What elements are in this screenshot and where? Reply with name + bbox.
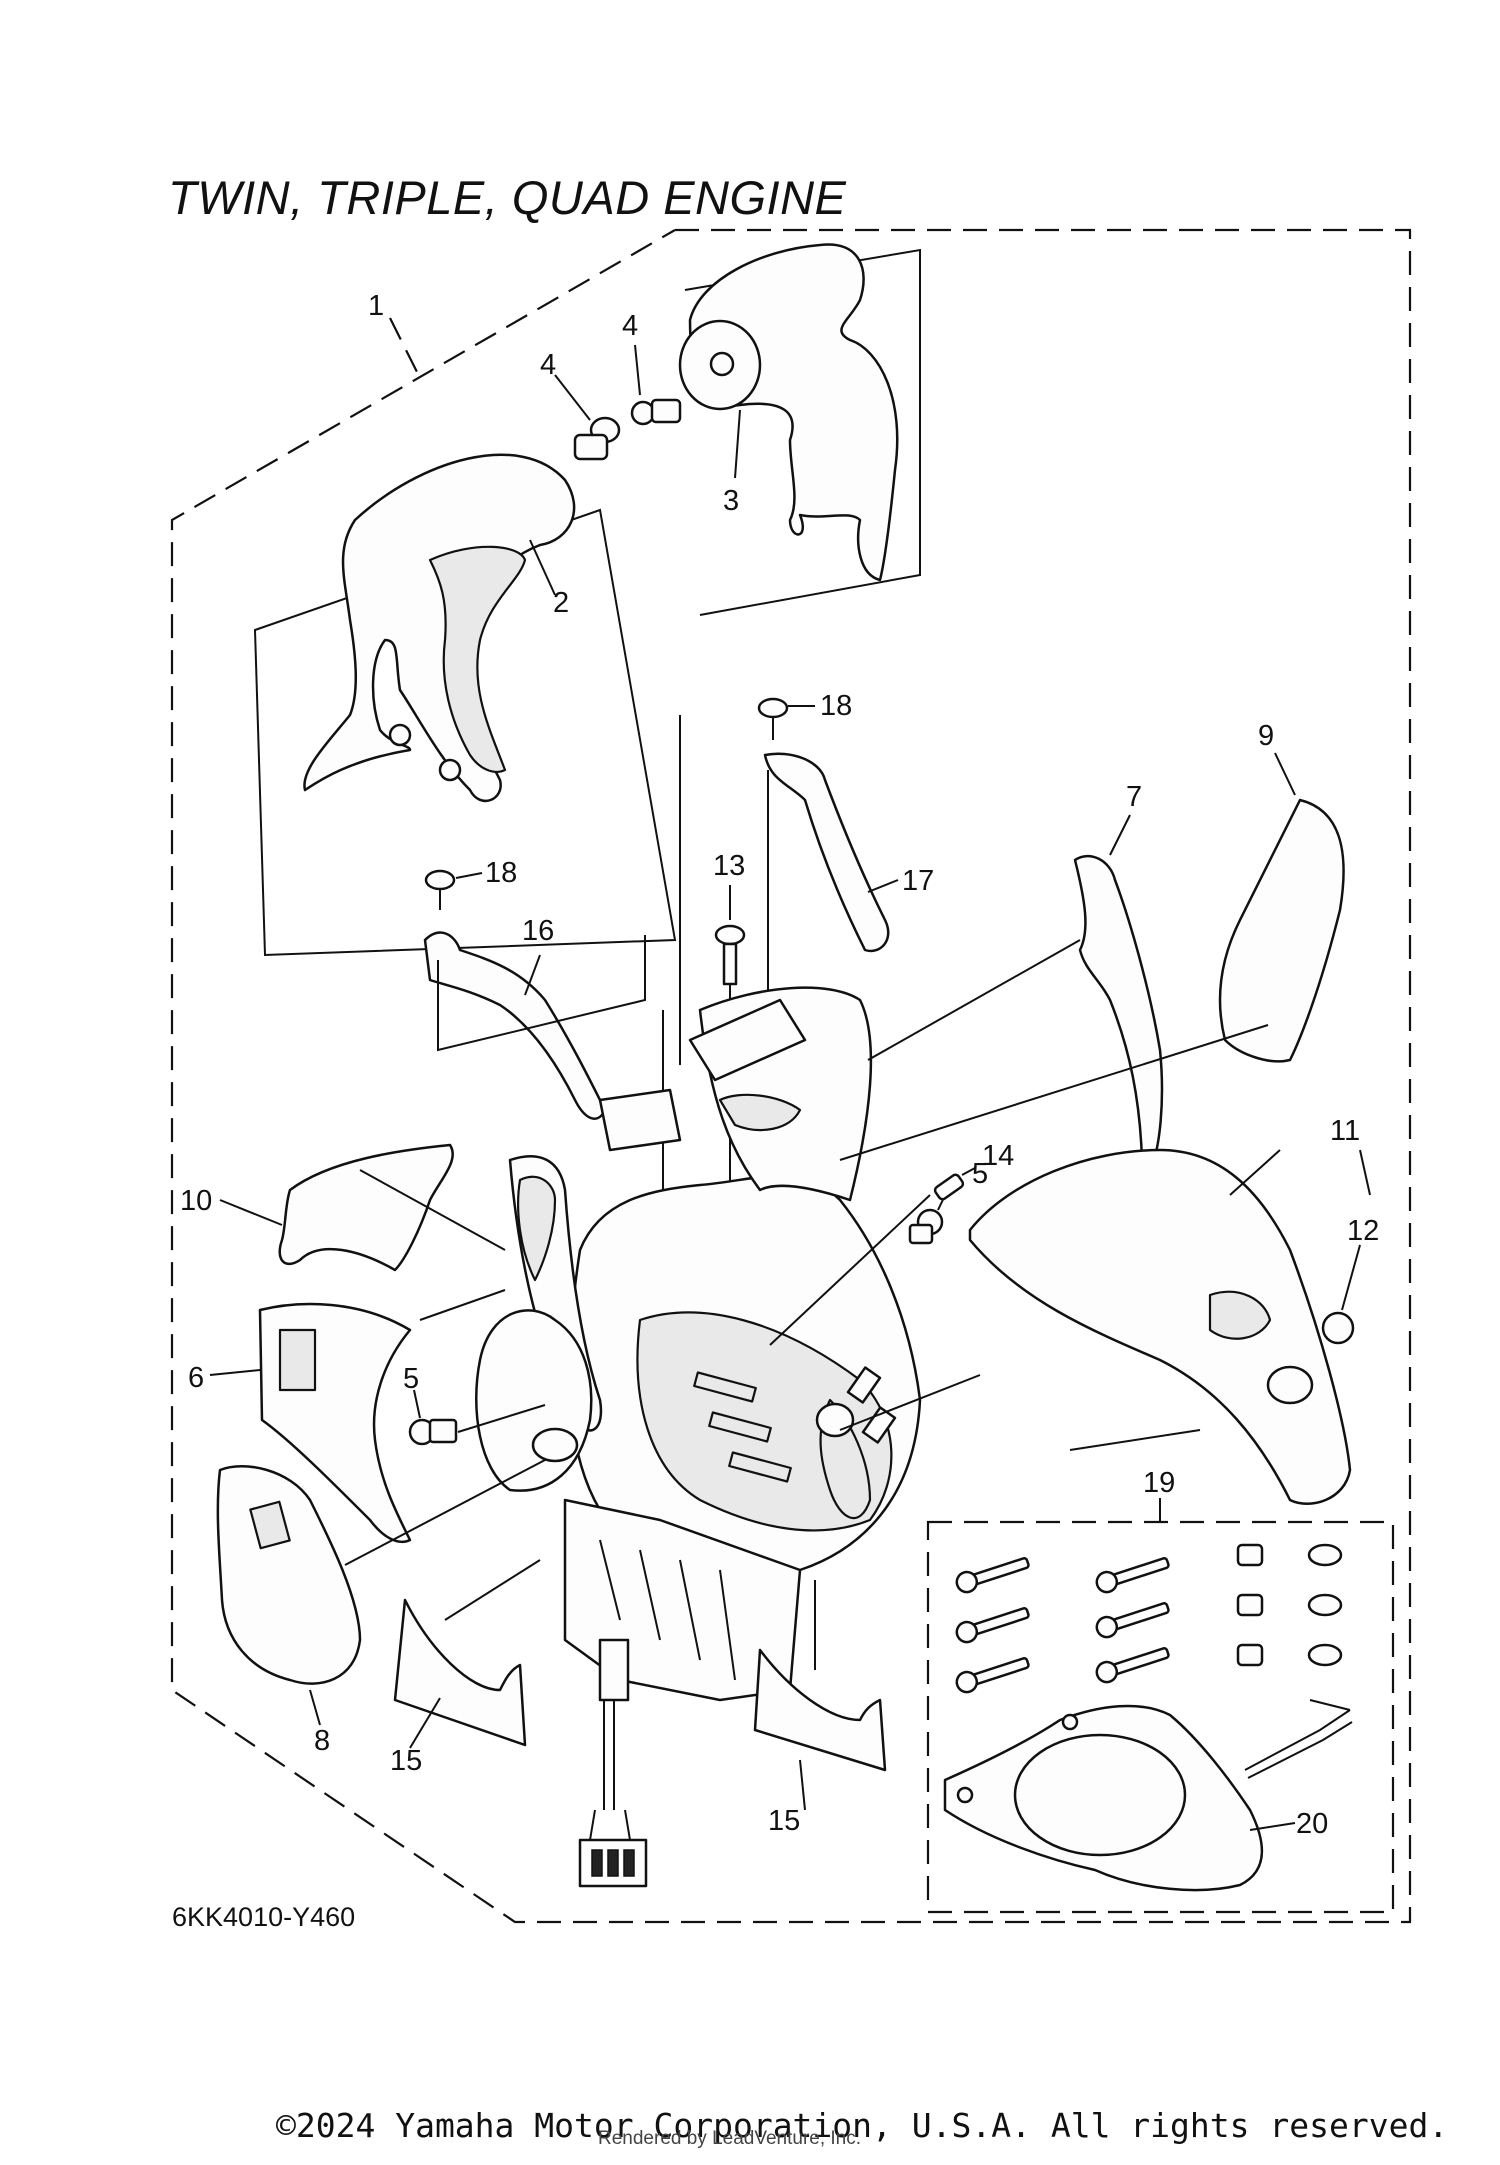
- rendered-by-notice: Rendered by LeadVenture, Inc.: [598, 2128, 862, 2149]
- copyright-notice: ©2024 Yamaha Motor Corporation, U.S.A. A…: [276, 2106, 1449, 2145]
- callout-6: 6: [188, 1362, 204, 1394]
- callout-10: 10: [180, 1185, 212, 1217]
- part-13-screw: [714, 924, 746, 986]
- part-14-clip: [933, 1173, 965, 1201]
- part-6-window: [278, 1328, 317, 1392]
- part-11-grille: [1208, 1290, 1272, 1340]
- part-15-left-guide: [444, 1559, 541, 1621]
- callout-7-leader: [1109, 814, 1131, 856]
- allen-wrench-icon: [1244, 1699, 1353, 1779]
- part-8-guide: [344, 1459, 546, 1566]
- callout-12: 12: [1347, 1215, 1379, 1247]
- part-11-guide: [1069, 1429, 1201, 1451]
- part-19-nuts-washers: [1236, 1543, 1343, 1667]
- diagram-code: 6KK4010-Y460: [172, 1902, 356, 1932]
- part-17-bracket: [763, 752, 890, 953]
- part-8-rear-panel: [216, 1465, 362, 1685]
- part-18-screw-lower: [424, 869, 456, 910]
- part-10-side-cover: [278, 1143, 454, 1272]
- part-5-screw-left: [408, 1418, 458, 1446]
- callout-20: 20: [1296, 1808, 1328, 1840]
- callout-17: 17: [902, 865, 934, 897]
- callout-16-leader: [524, 954, 541, 996]
- callout-14: 14: [982, 1140, 1014, 1172]
- callout-7: 7: [1126, 781, 1142, 813]
- part-7-guide: [867, 939, 1081, 1061]
- part-9-guide: [839, 1024, 1269, 1161]
- callout-3-leader: [734, 409, 741, 479]
- callout-11-leader-a: [1229, 1149, 1281, 1196]
- callout-5-left-leader: [413, 1389, 421, 1419]
- part-14-guide: [769, 1194, 931, 1346]
- callout-10-leader: [219, 1199, 283, 1226]
- callout-14-leader: [961, 1167, 976, 1176]
- callout-9: 9: [1258, 720, 1274, 752]
- part-11-large-cover: [968, 1148, 1352, 1505]
- callout-19: 19: [1143, 1467, 1175, 1499]
- callout-15b: 15: [768, 1805, 800, 1837]
- callout-16: 16: [522, 915, 554, 947]
- control-main-body: [475, 986, 922, 1574]
- callout-1-leader: [389, 317, 421, 379]
- part-12-screw: [1321, 1311, 1355, 1345]
- part-15-bracket-right: [753, 1648, 887, 1772]
- part-18-screw-upper: [757, 697, 789, 740]
- callout-4a-leader: [554, 374, 591, 421]
- callout-4a: 4: [540, 349, 556, 381]
- callout-4b-leader: [634, 344, 641, 396]
- part-16-bracket: [423, 931, 607, 1120]
- callout-8: 8: [314, 1725, 330, 1757]
- part-5-screw-right: [908, 1208, 944, 1245]
- part-4-bushing: [573, 416, 621, 461]
- callout-4b: 4: [622, 310, 638, 342]
- callout-5b: 5: [972, 1158, 988, 1190]
- callout-8-leader: [309, 1689, 321, 1726]
- callout-17-leader: [867, 879, 899, 893]
- part-11-port: [1266, 1365, 1314, 1405]
- callout-15-left-leader: [409, 1697, 441, 1749]
- part-7-front-cover: [1073, 854, 1164, 1176]
- control-lower-housing: [563, 1498, 802, 1888]
- part-4-screw-upper: [630, 398, 682, 426]
- diagram-title: TWIN, TRIPLE, QUAD ENGINE: [168, 171, 847, 224]
- callout-3: 3: [723, 485, 739, 517]
- callout-12-leader: [1341, 1244, 1361, 1311]
- part-8-window: [249, 1500, 291, 1550]
- callout-11: 11: [1330, 1115, 1360, 1147]
- part-15-bracket-left: [393, 1598, 527, 1747]
- part-16-bracket-box: [437, 935, 646, 1052]
- callout-15a: 15: [390, 1745, 422, 1777]
- callout-2-leader: [529, 539, 556, 596]
- callout-11-leader-b: [1359, 1149, 1371, 1196]
- callout-13: 13: [713, 850, 745, 882]
- callout-18a: 18: [820, 690, 852, 722]
- part-10-guide: [359, 1169, 506, 1251]
- part-5-left-guide: [457, 1404, 546, 1433]
- part-11-guide-b: [839, 1374, 981, 1431]
- kit-boundary: [170, 228, 1412, 1924]
- callout-15-right-leader: [799, 1759, 806, 1811]
- part-20-gasket-hole: [1013, 1733, 1187, 1857]
- part-6-guide: [419, 1289, 506, 1321]
- part-3-handle-cover-right: [678, 243, 921, 616]
- callout-20-leader: [1249, 1822, 1296, 1831]
- callout-18-lower-leader: [455, 872, 483, 879]
- part-2-handle-cover-left: [253, 453, 677, 957]
- callout-5a: 5: [403, 1363, 419, 1395]
- part-19-screws: [955, 1557, 1170, 1694]
- callout-9-leader: [1274, 752, 1296, 796]
- callout-1: 1: [368, 290, 384, 322]
- part-9-top-cover: [1218, 798, 1345, 1063]
- callout-6-leader: [209, 1369, 261, 1376]
- callout-18b: 18: [485, 857, 517, 889]
- callout-2: 2: [553, 587, 569, 619]
